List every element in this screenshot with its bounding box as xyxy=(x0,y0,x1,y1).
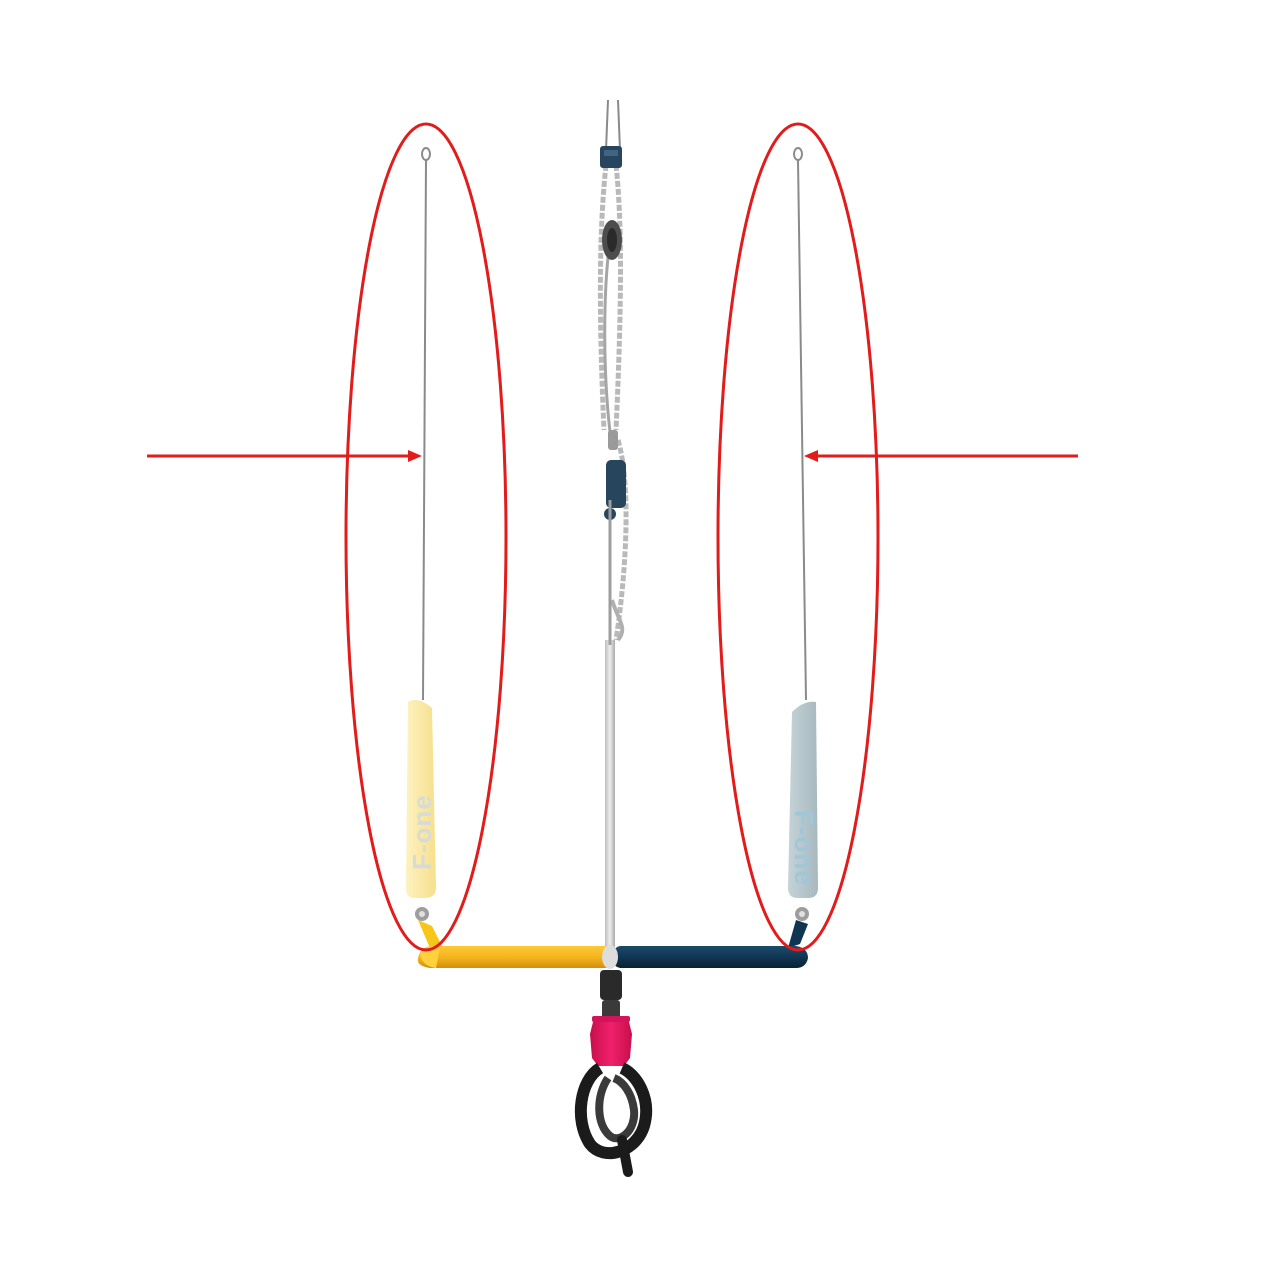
bar-center-hole xyxy=(602,945,618,969)
left-float-line xyxy=(421,147,431,701)
pulley xyxy=(602,220,622,260)
left-float-brand: F-one xyxy=(407,794,437,870)
center-line xyxy=(605,500,615,960)
annotation-right-ellipse xyxy=(716,122,880,952)
left-arrow xyxy=(147,450,422,462)
left-swivel xyxy=(415,907,442,948)
right-swivel xyxy=(788,907,809,948)
right-float: F-one xyxy=(788,701,819,898)
stopper-block xyxy=(600,146,622,168)
control-bar-left-yellow xyxy=(417,946,612,968)
right-float-line xyxy=(793,147,807,701)
top-front-lines xyxy=(605,99,621,151)
chicken-loop-collar xyxy=(590,1016,632,1066)
depower-rope xyxy=(597,164,629,642)
chicken-loop-stopper xyxy=(600,970,622,1022)
right-arrow xyxy=(804,450,1078,462)
control-bar-right-navy xyxy=(612,946,808,968)
annotation-left-ellipse xyxy=(344,122,508,952)
left-float: F-one xyxy=(406,700,437,898)
chicken-loop xyxy=(574,1062,653,1177)
right-float-brand: F-one xyxy=(789,810,819,886)
depower-cleat xyxy=(604,430,626,520)
